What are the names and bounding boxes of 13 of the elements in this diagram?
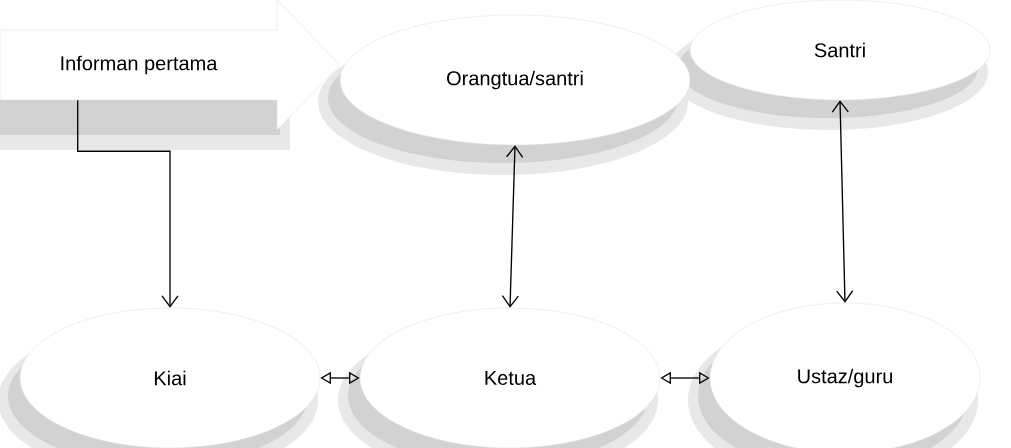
- ellipse-node: Orangtua/santri: [339, 14, 691, 146]
- arrow: [320, 371, 360, 385]
- arrow: [501, 145, 524, 308]
- ellipse-node: Kiai: [19, 307, 321, 448]
- ellipse-node: Ketua: [359, 307, 661, 448]
- arrow: [77, 99, 179, 308]
- node-label: Kiai: [154, 370, 186, 386]
- arrow-shape-node: Informan pertama: [0, 0, 341, 131]
- arrow: [660, 371, 710, 385]
- node-label: Ketua: [485, 371, 537, 385]
- node-label: Ustaz/guru: [798, 368, 893, 388]
- ellipse-node: Ustaz/guru: [709, 302, 981, 448]
- arrow: [831, 100, 854, 303]
